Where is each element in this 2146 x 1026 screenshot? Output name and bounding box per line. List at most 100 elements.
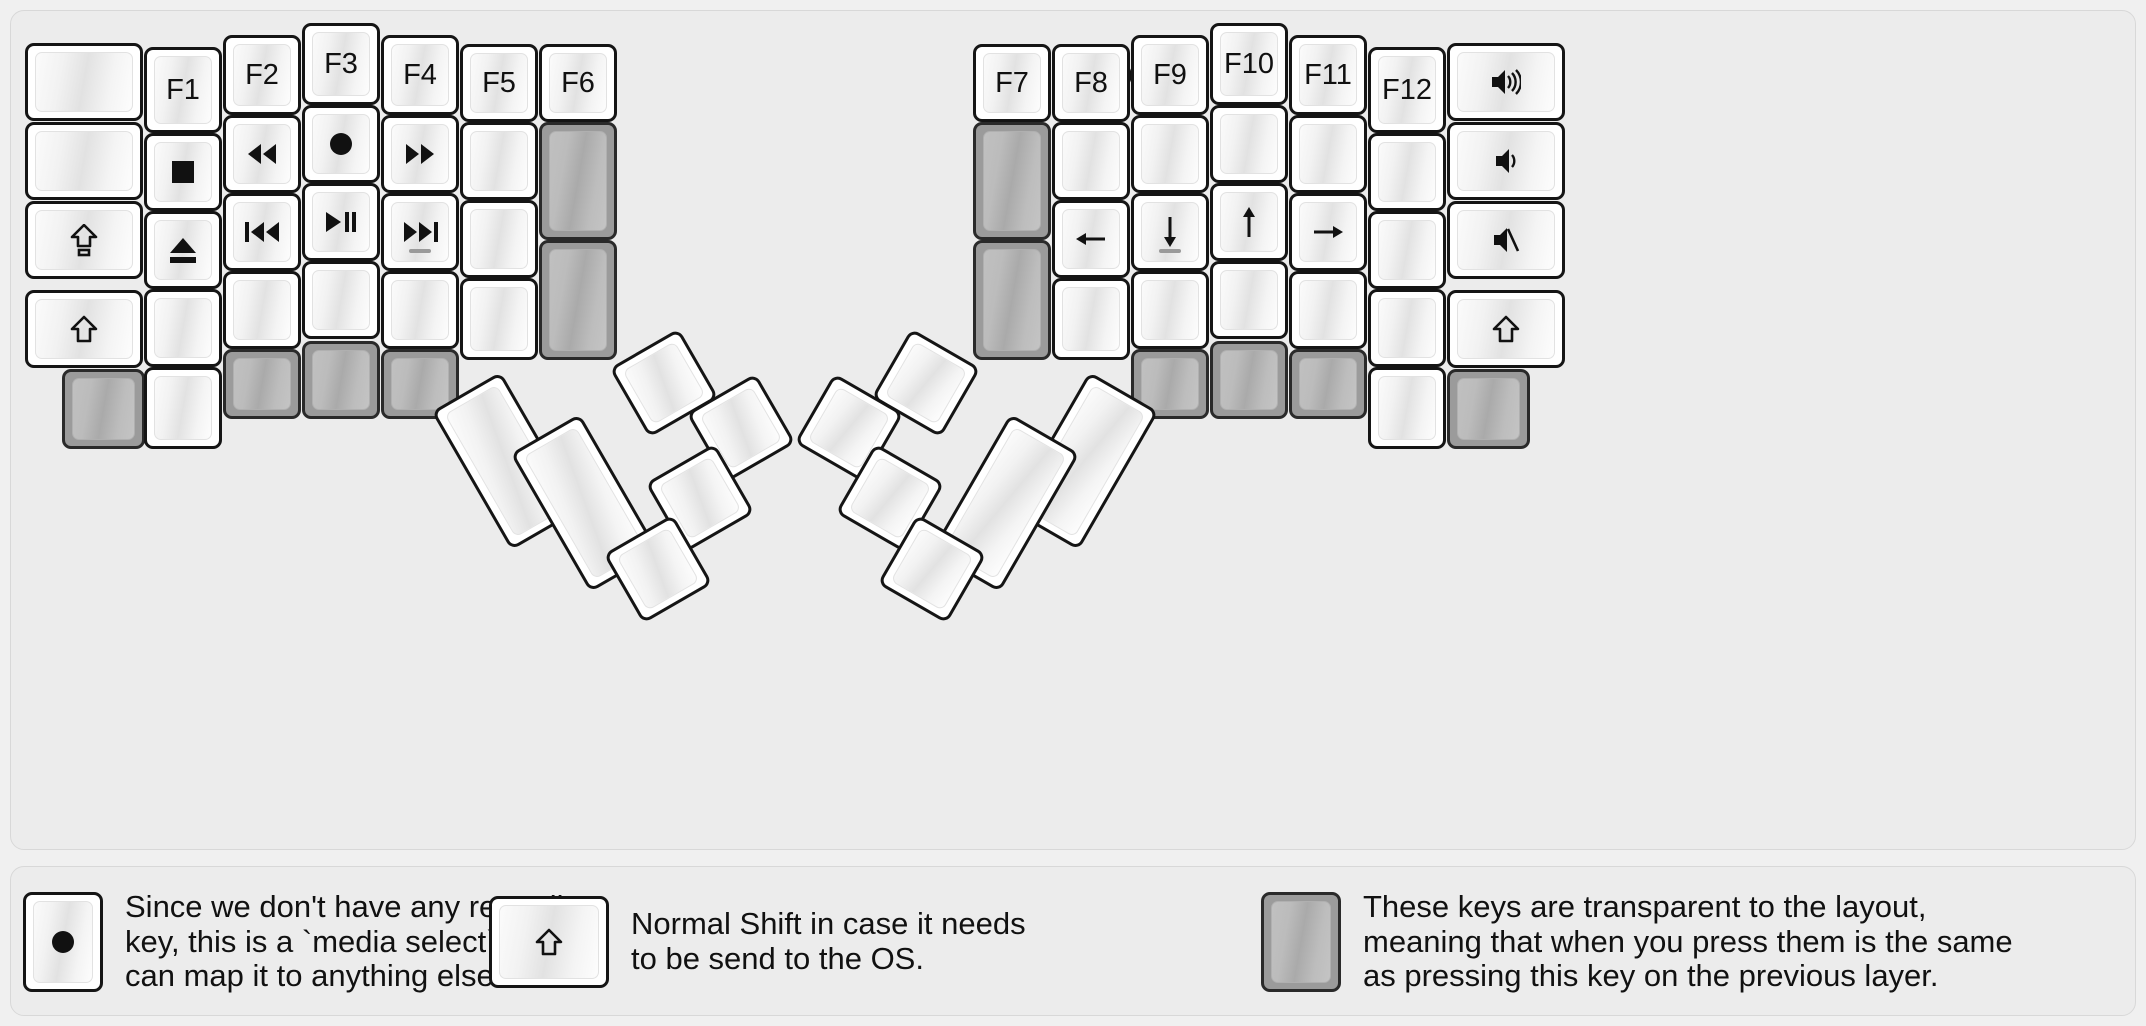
key-left-half-main-7[interactable]	[144, 211, 222, 289]
key-left-half-main-18[interactable]	[302, 261, 380, 339]
key-left-half-main-21[interactable]	[381, 115, 459, 193]
key-right-half-main-1[interactable]	[973, 122, 1051, 240]
key-left-half-main-13[interactable]	[223, 271, 301, 349]
key-left-half-main-17[interactable]	[302, 183, 380, 261]
key-right-half-main-11[interactable]	[1131, 349, 1209, 419]
keycap-surface: F5	[470, 53, 528, 113]
key-right-half-main-3[interactable]: F8	[1052, 44, 1130, 122]
key-right-half-main-5[interactable]	[1052, 200, 1130, 278]
key-right-half-main-13[interactable]	[1210, 105, 1288, 183]
key-right-half-main-6[interactable]	[1052, 278, 1130, 360]
key-left-half-main-26[interactable]	[460, 122, 538, 200]
key-left-half-main-23[interactable]	[381, 271, 459, 349]
keycap-surface: F12	[1378, 56, 1436, 124]
key-right-half-main-30[interactable]	[1447, 290, 1565, 368]
key-right-half-main-12[interactable]: F10	[1210, 23, 1288, 105]
key-left-half-main-22[interactable]	[381, 193, 459, 271]
shift-arrow-icon	[1492, 315, 1520, 343]
key-left-half-main-5[interactable]: F1	[144, 47, 222, 133]
key-left-half-main-20[interactable]: F4	[381, 35, 459, 115]
key-label: F8	[1074, 66, 1108, 99]
keycap-surface	[154, 220, 212, 280]
key-left-half-main-8[interactable]	[144, 289, 222, 367]
keycap-surface	[1220, 270, 1278, 330]
key-right-half-main-31[interactable]	[1447, 369, 1530, 449]
key-right-half-main-27[interactable]	[1447, 43, 1565, 121]
key-left-half-main-14[interactable]	[223, 349, 301, 419]
legend-text-2: Normal Shift in case it needs to be send…	[631, 906, 1026, 976]
key-left-half-main-31[interactable]	[539, 240, 617, 360]
key-left-half-main-0[interactable]	[25, 43, 143, 121]
key-right-half-main-0[interactable]: F7	[973, 44, 1051, 122]
key-right-half-main-28[interactable]	[1447, 122, 1565, 200]
key-left-half-main-3[interactable]	[25, 290, 143, 368]
key-right-half-main-7[interactable]: F9	[1131, 35, 1209, 115]
key-left-half-main-2[interactable]	[25, 201, 143, 279]
legend-item-2: Normal Shift in case it needs to be send…	[489, 885, 1026, 999]
key-right-half-main-29[interactable]	[1447, 201, 1565, 279]
key-left-half-main-28[interactable]	[460, 278, 538, 360]
key-left-half-main-19[interactable]	[302, 341, 380, 419]
keycap-surface	[1220, 192, 1278, 252]
arrow-down-icon	[1159, 216, 1181, 248]
keycap-surface	[470, 287, 528, 351]
key-right-half-main-26[interactable]	[1368, 367, 1446, 449]
keycap-surface	[1220, 114, 1278, 174]
key-left-half-main-6[interactable]	[144, 133, 222, 211]
arrow-left-icon	[1075, 228, 1107, 250]
key-left-half-main-9[interactable]	[144, 367, 222, 449]
keycap-surface	[1299, 202, 1357, 262]
key-left-half-main-27[interactable]	[460, 200, 538, 278]
keycap-surface: F11	[1299, 44, 1357, 106]
key-right-half-main-19[interactable]	[1289, 193, 1367, 271]
key-right-half-main-18[interactable]	[1289, 115, 1367, 193]
key-right-half-main-9[interactable]	[1131, 193, 1209, 271]
keycap-surface: F4	[391, 44, 449, 106]
key-right-half-main-25[interactable]	[1368, 289, 1446, 367]
keycap-surface	[233, 202, 291, 262]
key-right-half-main-24[interactable]	[1368, 211, 1446, 289]
keycap-surface	[1378, 298, 1436, 358]
key-right-half-main-10[interactable]	[1131, 271, 1209, 349]
keycap-surface	[312, 270, 370, 330]
keycap-surface	[391, 280, 449, 340]
volume-mute-icon	[1493, 226, 1520, 254]
key-label: F12	[1382, 73, 1432, 106]
key-left-half-main-4[interactable]	[62, 369, 145, 449]
legend-sample-key-1	[23, 892, 103, 992]
key-right-half-main-17[interactable]: F11	[1289, 35, 1367, 115]
key-left-half-main-11[interactable]	[223, 115, 301, 193]
key-right-half-main-22[interactable]: F12	[1368, 47, 1446, 133]
key-right-half-main-4[interactable]	[1052, 122, 1130, 200]
keycap-surface	[1271, 901, 1331, 983]
key-label: F2	[245, 58, 279, 91]
key-left-half-main-15[interactable]: F3	[302, 23, 380, 105]
key-right-half-main-23[interactable]	[1368, 133, 1446, 211]
key-right-half-main-20[interactable]	[1289, 271, 1367, 349]
key-left-half-main-12[interactable]	[223, 193, 301, 271]
key-left-half-main-10[interactable]: F2	[223, 35, 301, 115]
key-right-half-main-2[interactable]	[973, 240, 1051, 360]
key-right-half-main-15[interactable]	[1210, 261, 1288, 339]
key-right-half-main-21[interactable]	[1289, 349, 1367, 419]
key-left-half-main-29[interactable]: F6	[539, 44, 617, 122]
record-circle-icon	[327, 130, 355, 158]
keycap-surface	[1220, 350, 1278, 410]
key-left-half-main-30[interactable]	[539, 122, 617, 240]
key-left-half-main-16[interactable]	[302, 105, 380, 183]
fastforward-icon	[403, 142, 437, 166]
legend-item-3: These keys are transparent to the layout…	[1261, 885, 2013, 999]
key-left-half-main-25[interactable]: F5	[460, 44, 538, 122]
key-right-half-main-8[interactable]	[1131, 115, 1209, 193]
key-label: F3	[324, 47, 358, 80]
key-left-half-main-1[interactable]	[25, 122, 143, 200]
keycap-surface	[1378, 142, 1436, 202]
key-label: F5	[482, 66, 516, 99]
keycap-surface	[1457, 299, 1555, 359]
key-right-half-main-16[interactable]	[1210, 341, 1288, 419]
key-label: F11	[1304, 58, 1352, 91]
key-label: F6	[561, 66, 595, 99]
keycap-surface	[1062, 131, 1120, 191]
key-right-half-main-14[interactable]	[1210, 183, 1288, 261]
